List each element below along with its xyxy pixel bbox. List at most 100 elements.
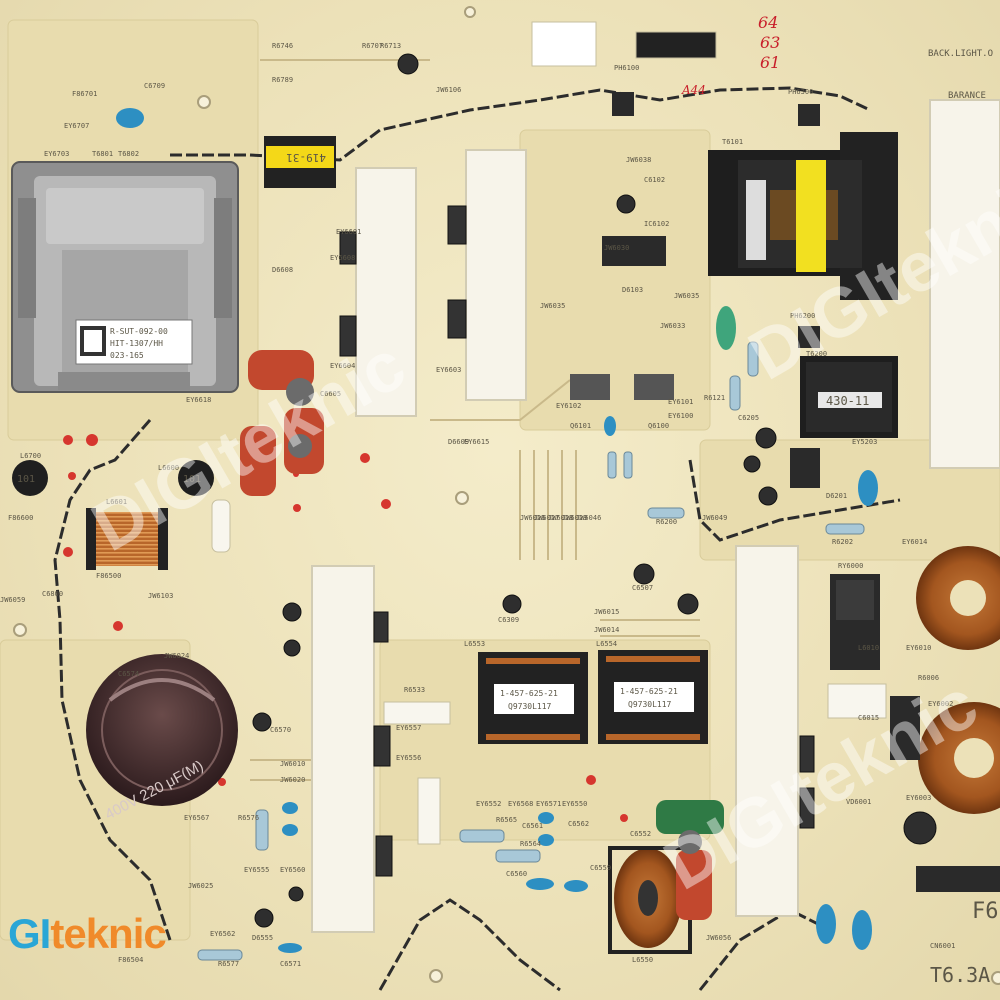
silkscreen-label: R6006 xyxy=(918,674,939,682)
silkscreen-label: L6600 xyxy=(158,464,179,472)
silkscreen-label: PH6100 xyxy=(614,64,639,72)
handwritten-63: 63 xyxy=(760,33,780,52)
silkscreen-label: C6605 xyxy=(320,390,341,398)
common-mode-choke xyxy=(86,508,168,570)
silkscreen-label: C6562 xyxy=(568,820,589,828)
silkscreen-label: JW6038 xyxy=(626,156,651,164)
brand-part1: GI xyxy=(8,910,51,957)
silkscreen-label: F86500 xyxy=(96,572,121,580)
silkscreen-label: Q6100 xyxy=(648,422,669,430)
silkscreen-label: C6560 xyxy=(506,870,527,878)
silkscreen-label: PH6300 xyxy=(788,88,813,96)
silkscreen-label: F86701 xyxy=(72,90,97,98)
silkscreen-label: T6801 xyxy=(92,150,113,158)
silkscreen-label: EY6571 xyxy=(536,800,561,808)
silkscreen-label: EY6603 xyxy=(436,366,461,374)
ics xyxy=(570,92,1000,892)
silkscreen-label: L6700 xyxy=(20,452,41,460)
silkscreen-label: T6200 xyxy=(806,350,827,358)
silkscreen-label: C6709 xyxy=(144,82,165,90)
silkscreen-label: C6559 xyxy=(590,864,611,872)
inductor1-label-line1: 1-457-625-21 xyxy=(500,689,558,698)
silkscreen-label: EY6557 xyxy=(396,724,421,732)
silkscreen-label: R6121 xyxy=(704,394,725,402)
silkscreen-label: L6601 xyxy=(106,498,127,506)
main-transformer: R-SUT-092-00 HIT-1307/HH 023-165 xyxy=(11,161,239,393)
silkscreen-label: R6746 xyxy=(272,42,293,50)
silkscreen-label: JW6028 xyxy=(548,514,573,522)
silkscreen-label: F86600 xyxy=(8,514,33,522)
silkscreen-label: JW6106 xyxy=(436,86,461,94)
silkscreen-label: R6576 xyxy=(238,814,259,822)
silkscreen-label: JW6025 xyxy=(188,882,213,890)
silkscreen-label: R6789 xyxy=(272,76,293,84)
handwritten-a44: A44 xyxy=(681,83,706,97)
silkscreen-label: JW6035 xyxy=(540,302,565,310)
silkscreen-label: JW6014 xyxy=(594,626,619,634)
silkscreen-label: JW6059 xyxy=(0,596,25,604)
silkscreen-label: L6553 xyxy=(464,640,485,648)
brand-logo: GIteknic xyxy=(8,910,167,958)
white-components xyxy=(211,21,887,845)
silkscreen-label: EY5203 xyxy=(852,438,877,446)
silkscreen-label: D6201 xyxy=(826,492,847,500)
silkscreen-label: D6103 xyxy=(622,286,643,294)
silkscreen-label: EY6100 xyxy=(668,412,693,420)
silkscreen-label: EY6608 xyxy=(330,254,355,262)
small-capacitors xyxy=(252,53,937,928)
silkscreen-label: T6101 xyxy=(722,138,743,146)
fuse-label: F6 xyxy=(972,899,999,924)
output-inductors: 1-457-625-21 Q9730L117 1-457-625-21 Q973… xyxy=(478,650,708,744)
silkscreen-label: CN6001 xyxy=(930,942,955,950)
silkscreen-label: EY6707 xyxy=(64,122,89,130)
silkscreen-label: T6802 xyxy=(118,150,139,158)
silkscreen-label: EY6604 xyxy=(330,362,355,370)
silkscreen-label: C6571 xyxy=(280,960,301,968)
silkscreen-label: EY6618 xyxy=(186,396,211,404)
silkscreen-label: JW6103 xyxy=(148,592,173,600)
film-capacitors xyxy=(240,350,724,920)
silkscreen-label: EY6556 xyxy=(396,754,421,762)
transformer-label-line2: HIT-1307/HH xyxy=(110,339,163,348)
silkscreen-label: L6550 xyxy=(632,956,653,964)
silkscreen-label: L6010 xyxy=(858,644,879,652)
silkscreen-label: JW6026 xyxy=(520,514,545,522)
silkscreen-label: C6570 xyxy=(270,726,291,734)
small-transformer-label: 419-31 xyxy=(286,151,326,164)
small-inductors: 101 101 xyxy=(12,460,214,496)
brand-part2: teknic xyxy=(50,910,166,957)
inductor1-label-line2: Q9730L117 xyxy=(508,702,552,711)
mounting-holes xyxy=(13,6,1000,985)
relay-transformer: 430-11 xyxy=(800,356,898,438)
inductor2-label-line2: Q9730L117 xyxy=(628,700,672,709)
silkscreen-label: C6800 xyxy=(42,590,63,598)
silkscreen-label: R6533 xyxy=(404,686,425,694)
silkscreen-label: EY6003 xyxy=(906,794,931,802)
silkscreen-label: JW6027 xyxy=(534,514,559,522)
silkscreen-label: JW6046 xyxy=(576,514,601,522)
ceramic-capacitors xyxy=(116,108,878,953)
relay-ry6000 xyxy=(830,574,880,670)
silkscreen-label: EY6567 xyxy=(184,814,209,822)
transformer-label-line3: 023-165 xyxy=(110,351,144,360)
silkscreen-label: EY6615 xyxy=(464,438,489,446)
silkscreen-label: EY6014 xyxy=(902,538,927,546)
silkscreen-label: C6102 xyxy=(644,176,665,184)
silkscreen-label: JW6020 xyxy=(280,776,305,784)
silkscreen-label: R6577 xyxy=(218,960,239,968)
silkscreen-label: RY6000 xyxy=(838,562,863,570)
silkscreen-label: VD6001 xyxy=(846,798,871,806)
backlight-label: BACK.LIGHT.O xyxy=(928,49,993,59)
silkscreen-label: JW6049 xyxy=(702,514,727,522)
silkscreen-label: EY6101 xyxy=(668,398,693,406)
silkscreen-label: JW6015 xyxy=(594,608,619,616)
silkscreen-label: L6554 xyxy=(596,640,617,648)
silkscreen-label: IC6102 xyxy=(644,220,669,228)
silkscreen-label: EY6002 xyxy=(928,700,953,708)
silkscreen-label: R6713 xyxy=(380,42,401,50)
inductor-101-b: 101 xyxy=(183,474,201,485)
inductor2-label-line1: 1-457-625-21 xyxy=(620,687,678,696)
traces xyxy=(250,59,700,781)
silkscreen-label: EY6601 xyxy=(336,228,361,236)
